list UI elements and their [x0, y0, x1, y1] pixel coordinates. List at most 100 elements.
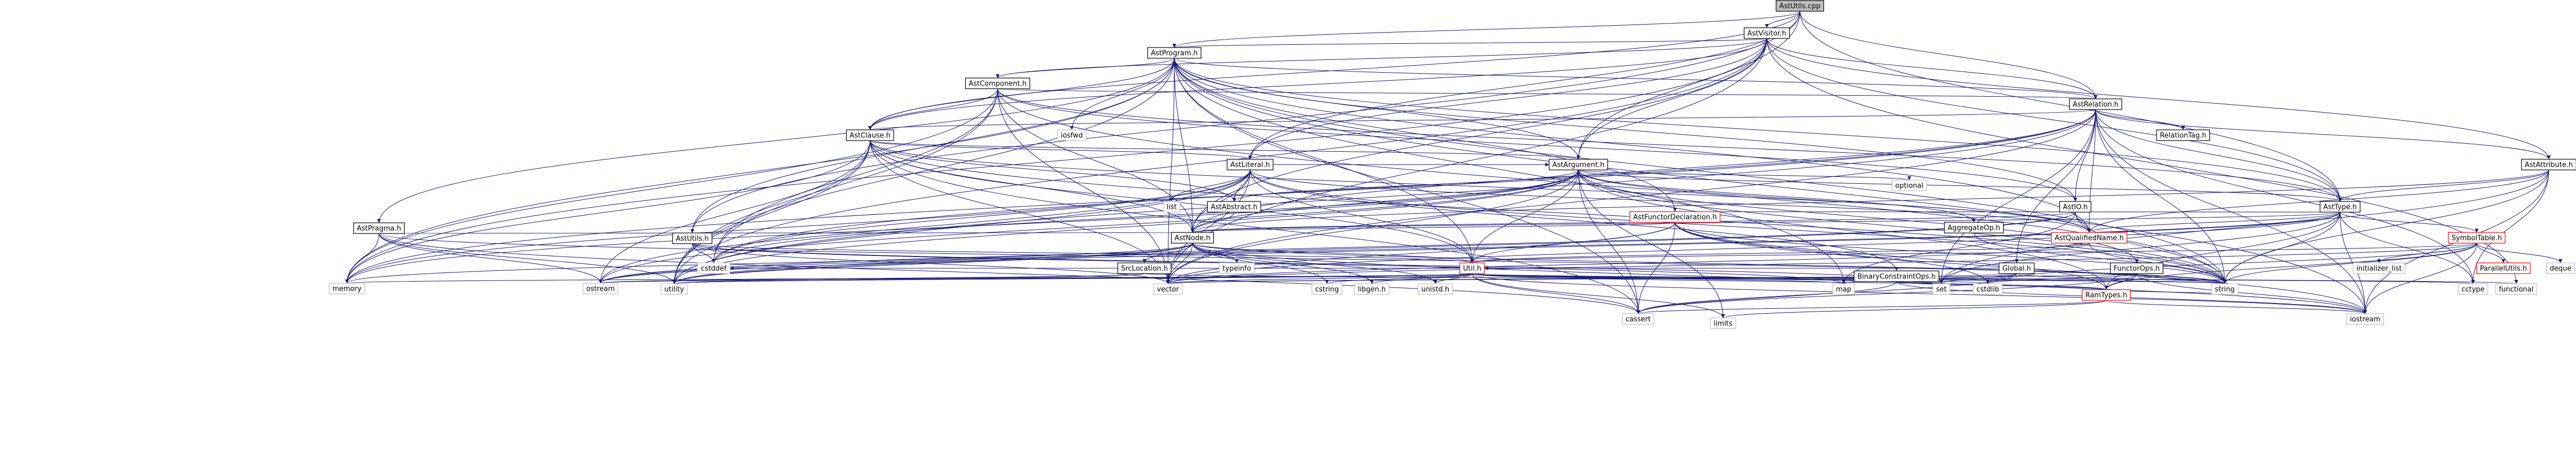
- node-vector[interactable]: vector: [1153, 283, 1183, 295]
- edge-astargument-h-to-aggregateop-h: [1578, 169, 1976, 223]
- edge-astprogram-h-to-astutils-h: [690, 58, 1175, 234]
- node-ramtypes-h[interactable]: RamTypes.h: [2082, 289, 2131, 301]
- node-deque[interactable]: deque: [2546, 262, 2575, 274]
- nodes-layer: AstUtils.cppAstVisitor.hAstProgram.hAstC…: [329, 0, 2576, 329]
- node-symboltable-h[interactable]: SymbolTable.h: [2448, 232, 2506, 244]
- node-astabstract-h[interactable]: AstAbstract.h: [1207, 201, 1261, 213]
- node-asttype-h[interactable]: AstType.h: [2319, 201, 2361, 213]
- edge-util-h-to-iostream: [1472, 273, 2367, 314]
- edge-astvisitor-h-to-astargument-h: [1576, 38, 1767, 160]
- node-initializer-list[interactable]: initializer_list: [2352, 262, 2406, 274]
- edge-astliteral-h-to-ostream: [598, 169, 1251, 284]
- edge-astattribute-h-to-astqualifiedname-h: [2087, 169, 2549, 233]
- edge-astrelation-h-to-astqualifiedname-h: [2087, 109, 2096, 233]
- node-label: initializer_list: [2356, 265, 2401, 273]
- node-box: [1163, 201, 1181, 213]
- edge-astrelation-h-to-string: [2095, 109, 2227, 284]
- node-cstddef[interactable]: cstddef: [697, 262, 730, 274]
- node-astnode-h[interactable]: AstNode.h: [1171, 232, 1214, 244]
- node-astclause-h[interactable]: AstClause.h: [846, 129, 895, 141]
- node-aggregateop-h[interactable]: AggregateOp.h: [1944, 222, 2004, 234]
- edge-astattribute-h-to-asttype-h: [2338, 169, 2549, 202]
- node-relationtag-h[interactable]: RelationTag.h: [2156, 129, 2210, 141]
- node-ostream[interactable]: ostream: [582, 283, 619, 294]
- edge-astutils-cpp-to-astliteral-h: [1248, 11, 1800, 160]
- node-cstdlib[interactable]: cstdlib: [1973, 283, 2003, 295]
- node-label: BinaryConstraintOps.h: [1858, 273, 1936, 281]
- node-unistd-h[interactable]: unistd.h: [1418, 283, 1453, 295]
- node-astfunctordeclaration-h[interactable]: AstFunctorDeclaration.h: [1629, 211, 1721, 223]
- edge-astutils-cpp-to-astvisitor-h: [1765, 11, 1800, 28]
- node-astattribute-h[interactable]: AstAttribute.h: [2521, 159, 2576, 170]
- edge-util-h-to-memory: [346, 273, 1473, 284]
- edge-astvisitor-h-to-astrelation-h: [1766, 38, 2098, 99]
- edge-astcomponent-h-to-astnode-h: [997, 88, 1195, 233]
- edge-astprogram-h-to-astfunctordeclaration-h: [1174, 58, 1677, 212]
- edge-astargument-h-to-string: [1578, 169, 2227, 284]
- node-box: [2156, 129, 2210, 141]
- node-list[interactable]: list: [1163, 201, 1181, 213]
- edge-astvisitor-h-to-astattribute-h: [1766, 38, 2551, 160]
- node-cstring[interactable]: cstring: [1311, 283, 1342, 295]
- node-box: [1117, 262, 1172, 274]
- node-binaryconstraintops-h[interactable]: BinaryConstraintOps.h: [1853, 270, 1940, 282]
- node-parallelutils-h[interactable]: ParallelUtils.h: [2476, 262, 2531, 274]
- node-box: [1147, 47, 1202, 59]
- node-box: [1418, 283, 1453, 295]
- edge-asttype-h-to-vector: [1166, 212, 2341, 284]
- node-astprogram-h[interactable]: AstProgram.h: [1147, 47, 1202, 59]
- node-cassert[interactable]: cassert: [1622, 313, 1655, 325]
- edge-binaryconstraintops-h-to-iostream: [1896, 281, 2367, 314]
- node-astvisitor-h[interactable]: AstVisitor.h: [1743, 27, 1790, 39]
- node-label: ParallelUtils.h: [2480, 265, 2527, 273]
- node-astutils-h[interactable]: AstUtils.h: [672, 232, 713, 244]
- node-iosfwd[interactable]: iosfwd: [1057, 129, 1087, 141]
- edge-astpragma-h-to-ostream: [378, 233, 603, 284]
- node-srclocation-h[interactable]: SrcLocation.h: [1117, 262, 1172, 274]
- node-set[interactable]: set: [1932, 283, 1950, 295]
- edge-global-h-to-string: [2016, 273, 2227, 284]
- node-astrelation-h[interactable]: AstRelation.h: [2069, 98, 2122, 110]
- edge-astcomponent-h-to-astrelation-h: [997, 88, 2097, 99]
- node-astpragma-h[interactable]: AstPragma.h: [353, 222, 405, 234]
- node-global-h[interactable]: Global.h: [1998, 262, 2035, 274]
- node-memory[interactable]: memory: [329, 283, 365, 294]
- edge-astcomponent-h-to-astclause-h: [868, 88, 998, 130]
- edge-astprogram-h-to-astrelation-h: [1174, 58, 2098, 99]
- node-map[interactable]: map: [1832, 283, 1855, 295]
- node-astcomponent-h[interactable]: AstComponent.h: [965, 77, 1030, 89]
- node-astio-h[interactable]: AstIO.h: [2059, 201, 2091, 213]
- node-label: AstAbstract.h: [1211, 204, 1258, 212]
- node-astliteral-h[interactable]: AstLiteral.h: [1227, 159, 1274, 170]
- edge-symboltable-h-to-deque: [2476, 243, 2563, 263]
- node-box: [1171, 232, 1214, 244]
- edge-astprogram-h-to-string: [1174, 58, 2227, 284]
- edge-astnode-h-to-memory: [345, 243, 1193, 284]
- node-astargument-h[interactable]: AstArgument.h: [1548, 159, 1608, 170]
- node-iostream[interactable]: iostream: [2346, 313, 2384, 325]
- node-cctype[interactable]: cctype: [2458, 283, 2488, 295]
- node-string[interactable]: string: [2211, 283, 2239, 295]
- edge-astvisitor-h-to-utility: [672, 38, 1767, 284]
- edge-astargument-h-to-ramtypes-h: [1578, 169, 2108, 290]
- edge-asttype-h-to-set: [1939, 212, 2341, 284]
- edge-ramtypes-h-to-limits: [1721, 300, 2107, 318]
- node-astqualifiedname-h[interactable]: AstQualifiedName.h: [2051, 232, 2128, 244]
- edge-astrelation-h-to-asttype-h: [2095, 109, 2342, 202]
- node-optional[interactable]: optional: [1892, 180, 1927, 191]
- node-typeinfo[interactable]: typeinfo: [1219, 262, 1255, 274]
- node-astutils-cpp[interactable]: AstUtils.cpp: [1775, 0, 1824, 12]
- edge-asttype-h-to-iostream: [2340, 212, 2367, 314]
- node-functorops-h[interactable]: FunctorOps.h: [2110, 262, 2163, 274]
- node-util-h[interactable]: Util.h: [1459, 262, 1485, 274]
- node-functional[interactable]: functional: [2495, 283, 2537, 295]
- node-libgen-h[interactable]: libgen.h: [1354, 283, 1389, 295]
- node-limits[interactable]: limits: [1710, 317, 1736, 329]
- edge-astprogram-h-to-astclause-h: [868, 58, 1175, 130]
- edge-astcomponent-h-to-memory: [345, 88, 998, 284]
- node-label: FunctorOps.h: [2114, 265, 2160, 273]
- edge-astargument-h-to-cstddef: [712, 169, 1579, 263]
- node-utility[interactable]: utility: [660, 283, 688, 295]
- edge-astcomponent-h-to-cstddef: [712, 88, 998, 263]
